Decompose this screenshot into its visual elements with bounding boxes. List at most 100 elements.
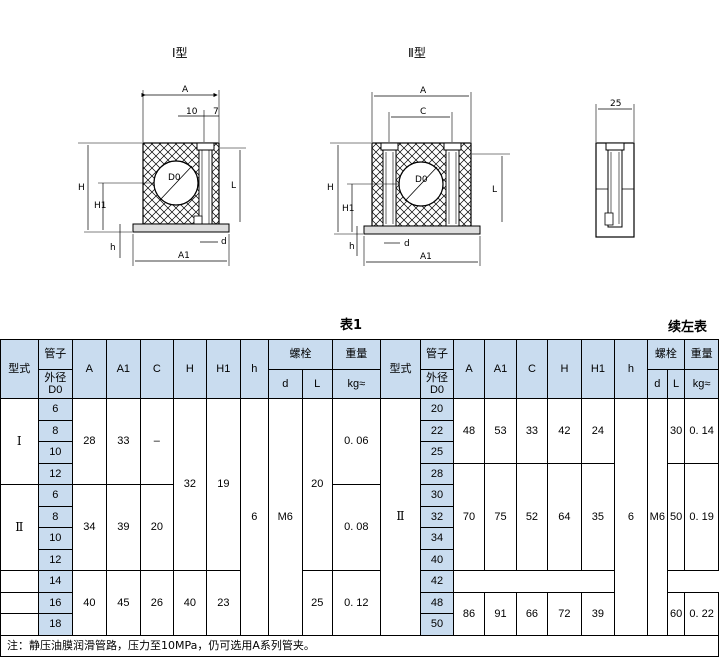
- left-g3-L: 25: [301, 570, 333, 636]
- left-g3-A: 40: [72, 570, 107, 636]
- right-type-II: Ⅱ: [379, 398, 422, 636]
- right-g1-C: 33: [515, 398, 549, 464]
- spec-table-container: 型式 管子 A A1 C H H1 h 螺栓 重量 型式 管子 A A1 C H…: [0, 339, 719, 657]
- left-g1-C: –: [140, 398, 174, 485]
- right-g1-H: 42: [547, 398, 582, 464]
- type1-dim-h: h: [110, 243, 116, 253]
- left-h-shared: 6: [239, 398, 270, 636]
- hdr-type: 型式: [0, 339, 39, 399]
- left-g3-C: 26: [140, 570, 174, 636]
- hdr-H1-r: H1: [580, 339, 616, 399]
- type2-dim-h: h: [349, 242, 355, 252]
- left-d0: 12: [37, 463, 74, 485]
- left-g1-A1: 33: [105, 398, 142, 485]
- type1-title: Ⅰ型: [172, 46, 188, 60]
- left-d0: 8: [37, 420, 74, 442]
- side-view-dim-25: 25: [610, 99, 621, 109]
- hdr-h-r: h: [614, 339, 648, 399]
- type2-dim-L: L: [492, 185, 497, 195]
- left-g2-C: 20: [140, 484, 174, 571]
- hdr-pipe-3-text: D0: [48, 384, 63, 396]
- right-d0: 22: [420, 420, 454, 442]
- side-view-drawing: 25: [595, 99, 635, 238]
- type1-dim-L: L: [231, 181, 236, 191]
- right-d0: 34: [420, 527, 454, 550]
- type2-drawing: Ⅱ型 D0 A C H H1 h: [327, 46, 510, 266]
- type1-d0-label: D0: [168, 173, 181, 183]
- hdr-weight-1: 重量: [331, 339, 381, 370]
- right-g2-H1: 35: [580, 463, 616, 571]
- type1-bolt: [198, 145, 213, 227]
- right-d0: 40: [420, 549, 454, 571]
- left-d0: 14: [37, 570, 74, 593]
- hdr-A: A: [72, 339, 107, 399]
- left-d0: 18: [37, 613, 74, 636]
- right-d0: 30: [420, 484, 454, 507]
- hdr-bolt: 螺栓: [268, 339, 333, 370]
- right-g3-C: 66: [515, 592, 549, 636]
- right-d-shared: M6: [646, 398, 668, 636]
- left-g3-H: 40: [172, 570, 208, 636]
- hdr-h: h: [239, 339, 270, 399]
- left-d0: 10: [37, 441, 74, 464]
- type2-title: Ⅱ型: [408, 46, 426, 60]
- left-g3-weight: 0. 12: [331, 570, 381, 636]
- right-g2-C: 52: [515, 463, 549, 571]
- technical-drawings: Ⅰ型 D0 A 10 7 H H1 h: [78, 46, 635, 266]
- left-d0: 6: [37, 398, 74, 421]
- hdr-d-r: d: [646, 369, 668, 399]
- hdr-pipe-2-text: 外径: [44, 371, 67, 384]
- spec-table: 型式 管子 A A1 C H H1 h 螺栓 重量 型式 管子 A A1 C H…: [0, 339, 719, 636]
- hdr-H-r: H: [547, 339, 582, 399]
- left-type-empty: [0, 570, 39, 593]
- left-d0: 8: [37, 506, 74, 528]
- right-g3-H1: 39: [580, 592, 616, 636]
- left-g2-A: 34: [72, 484, 107, 571]
- type2-dim-H: H: [327, 183, 334, 193]
- hdr-type-r: 型式: [379, 339, 422, 399]
- hdr-pipe-2-text-r: 外径: [426, 371, 449, 384]
- type2-dim-A: A: [420, 86, 427, 96]
- right-d0: 20: [420, 398, 454, 421]
- right-d0: 50: [420, 613, 454, 636]
- type2-bolt-left: [382, 146, 397, 228]
- left-d-shared: M6: [268, 398, 303, 636]
- hdr-L-r: L: [666, 369, 686, 399]
- hdr-weight-1-r: 重量: [684, 339, 719, 370]
- hdr-A1-r: A1: [484, 339, 517, 399]
- right-g3-A: 86: [452, 592, 486, 636]
- type2-base-plate: [363, 225, 481, 235]
- right-g2-weight: 0. 19: [684, 463, 719, 571]
- right-g1-weight: 0. 14: [684, 398, 719, 464]
- table-note: 注：静压油膜润滑管路，压力至10MPa，仍可选用A系列管夹。: [0, 636, 719, 657]
- type2-dim-d: d: [404, 239, 410, 249]
- right-d0: 32: [420, 506, 454, 528]
- type1-dim-H1: H1: [94, 201, 107, 211]
- right-h-shared: 6: [614, 398, 648, 636]
- hdr-H: H: [172, 339, 208, 399]
- hdr-pipe-1-r: 管子: [420, 339, 454, 370]
- hdr-H1: H1: [206, 339, 241, 399]
- right-g3-A1: 91: [484, 592, 517, 636]
- hdr-pipe-1: 管子: [37, 339, 74, 370]
- left-type-empty: [0, 592, 39, 614]
- hdr-C-r: C: [515, 339, 549, 399]
- hdr-weight-2: kg≈: [331, 369, 381, 399]
- hdr-A-r: A: [452, 339, 486, 399]
- right-d0: 28: [420, 463, 454, 485]
- left-g1-weight: 0. 06: [331, 398, 381, 485]
- left-H-shared: 32: [172, 398, 208, 571]
- type1-dim-H: H: [78, 183, 85, 193]
- type2-dim-C: C: [420, 107, 426, 117]
- type1-drawing: Ⅰ型 D0 A 10 7 H H1 h: [78, 46, 246, 266]
- right-g3-L: 60: [666, 592, 686, 636]
- right-d0: 25: [420, 441, 454, 464]
- right-g2-A1: 75: [484, 463, 517, 571]
- type1-dim-7: 7: [213, 107, 219, 117]
- left-H1-shared: 19: [206, 398, 241, 571]
- right-g2-L: 50: [666, 463, 686, 571]
- left-type-empty: [0, 613, 39, 636]
- left-g2-weight: 0. 08: [331, 484, 381, 571]
